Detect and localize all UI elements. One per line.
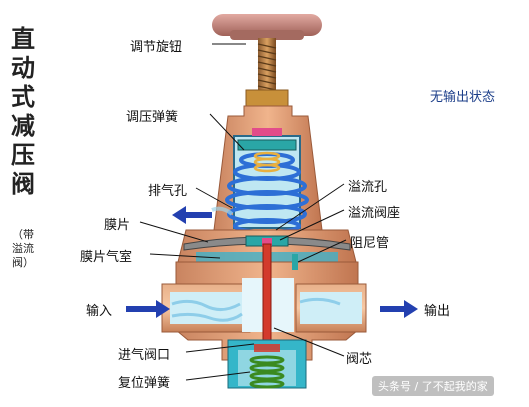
label-relief-hole: 溢流孔 xyxy=(348,180,388,195)
label-valve-core: 阀芯 xyxy=(346,352,373,367)
label-diaphragm: 膜片 xyxy=(104,218,131,233)
subtitle-vertical: （带溢流阀） xyxy=(12,228,34,269)
label-knob: 调节旋钮 xyxy=(130,40,183,55)
label-relief-seat: 溢流阀座 xyxy=(348,206,401,221)
output-arrow xyxy=(380,300,418,318)
label-diaphragm-chamber: 膜片气室 xyxy=(80,250,133,265)
exhaust-arrow xyxy=(172,206,212,224)
label-exhaust-hole: 排气孔 xyxy=(148,184,188,199)
pressure-spring xyxy=(225,152,309,234)
leader-lines xyxy=(139,43,347,381)
label-pressure-spring: 调压弹簧 xyxy=(126,110,179,125)
label-output: 输出 xyxy=(424,304,451,319)
input-arrow xyxy=(126,300,170,318)
label-damping-tube: 阻尼管 xyxy=(350,236,390,251)
spring-chamber xyxy=(233,135,301,229)
return-spring xyxy=(249,355,285,389)
label-input: 输入 xyxy=(86,304,113,319)
title-vertical: 直动式减压阀 xyxy=(11,24,35,198)
adjusting-screw xyxy=(245,38,289,107)
state-label: 无输出状态 xyxy=(430,90,496,105)
watermark: 头条号 / 了不起我的家 xyxy=(372,376,494,396)
label-inlet-port: 进气阀口 xyxy=(118,348,171,363)
label-return-spring: 复位弹簧 xyxy=(118,376,171,391)
knob xyxy=(212,14,322,40)
